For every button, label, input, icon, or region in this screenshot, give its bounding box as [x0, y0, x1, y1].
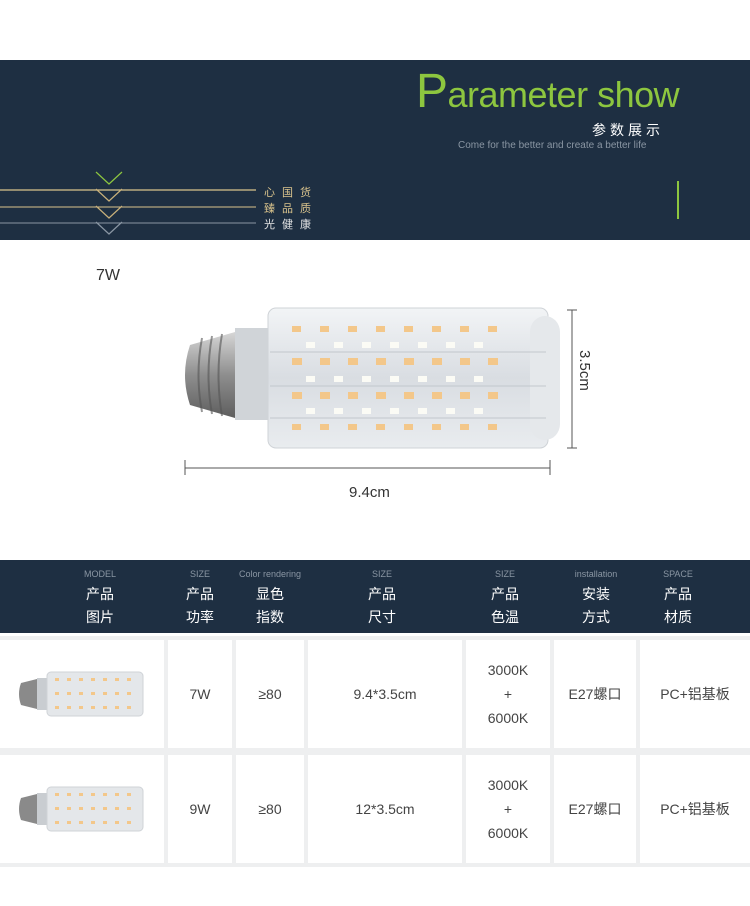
hero-banner [0, 60, 750, 240]
size-cell: 9.4*3.5cm [308, 640, 462, 748]
wattage-label: 7W [96, 267, 120, 284]
power-cell: 9W [168, 755, 232, 863]
header-model: MODEL 产品 图片 [83, 569, 116, 625]
accent-bar [677, 181, 679, 219]
material-cell: PC+铝基板 [640, 755, 750, 863]
color-temp-cell: 3000K + 6000K [466, 640, 550, 748]
install-cell: E27螺口 [554, 755, 636, 863]
decorative-lines [0, 171, 256, 235]
size-cell: 12*3.5cm [308, 755, 462, 863]
table-row: 7W ≥80 9.4*3.5cm 3000K + 6000K E27螺口 PC+… [0, 636, 750, 752]
table-header: MODEL 产品 图片 SIZE 产品 功率 Color rendering 显… [0, 560, 750, 633]
page-title: Parameter show [416, 65, 680, 118]
bulb-thumbnail [19, 671, 144, 717]
header-power: SIZE 产品 功率 [186, 569, 214, 625]
height-dimension: 3.5cm [576, 350, 593, 391]
cri-cell: ≥80 [236, 640, 304, 748]
dimension-lines [184, 309, 577, 475]
header-installation: installation 安装 方式 [574, 569, 618, 625]
power-cell: 7W [168, 640, 232, 748]
header-material: SPACE 产品 材质 [663, 569, 693, 625]
header-color-temp: SIZE 产品 色温 [491, 569, 519, 625]
material-cell: PC+铝基板 [640, 640, 750, 748]
subtitle-chinese: 参数展示 [592, 122, 664, 138]
tag-2: 臻品质 [264, 203, 318, 215]
tag-3: 光健康 [264, 219, 318, 231]
subtitle-english: Come for the better and create a better … [458, 140, 647, 151]
row-image-cell [0, 755, 164, 863]
row-image-cell [0, 640, 164, 748]
length-dimension: 9.4cm [349, 484, 390, 501]
header-color-rendering: Color rendering 显色 指数 [238, 569, 302, 625]
cri-cell: ≥80 [236, 755, 304, 863]
install-cell: E27螺口 [554, 640, 636, 748]
header-dimensions: SIZE 产品 尺寸 [368, 569, 396, 625]
bulb-illustration [185, 307, 560, 449]
tag-1: 心国货 [264, 187, 318, 199]
color-temp-cell: 3000K + 6000K [466, 755, 550, 863]
bulb-thumbnail [19, 786, 144, 832]
table-row: 9W ≥80 12*3.5cm 3000K + 6000K E27螺口 PC+铝… [0, 751, 750, 867]
